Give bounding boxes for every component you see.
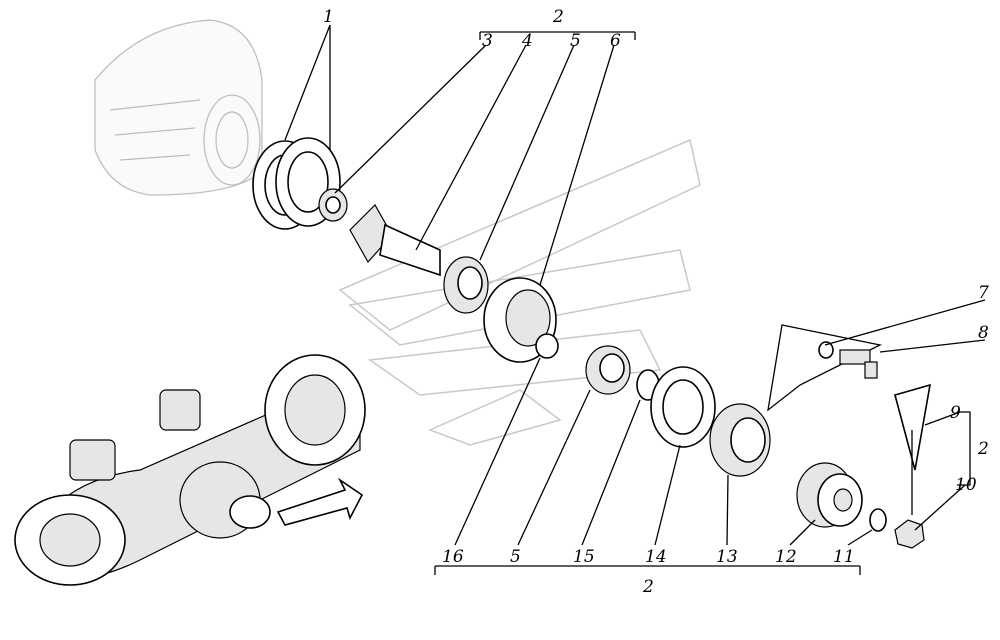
drive-pinion bbox=[349, 204, 441, 277]
castle-nut bbox=[894, 519, 925, 549]
callout-5-top: 5 bbox=[570, 31, 581, 51]
cotter-pin bbox=[894, 383, 932, 515]
roller-bearing-lower bbox=[585, 345, 631, 395]
bolt-inset bbox=[767, 324, 882, 412]
axle-assembly bbox=[14, 354, 366, 586]
callout-4: 4 bbox=[521, 31, 533, 51]
gasket-pair bbox=[252, 137, 341, 230]
seal-ring bbox=[535, 333, 559, 359]
small-bearing bbox=[318, 188, 348, 222]
callout-11: 11 bbox=[833, 547, 855, 567]
differential-housing bbox=[94, 19, 263, 196]
callout-8: 8 bbox=[978, 323, 989, 343]
callout-13: 13 bbox=[716, 547, 738, 567]
flange-gasket bbox=[650, 366, 716, 448]
callout-labels: 1 2 3 4 5 6 7 8 9 2 10 16 5 15 14 13 12 … bbox=[323, 7, 989, 597]
callout-15: 15 bbox=[573, 547, 595, 567]
callout-1: 1 bbox=[323, 7, 334, 27]
callout-2-top: 2 bbox=[552, 7, 564, 27]
companion-flange bbox=[796, 462, 863, 528]
callout-10: 10 bbox=[955, 475, 977, 495]
callout-3: 3 bbox=[482, 31, 493, 51]
callout-14: 14 bbox=[645, 547, 667, 567]
direction-arrow bbox=[276, 477, 364, 526]
callout-16: 16 bbox=[442, 547, 464, 567]
roller-bearing-upper bbox=[443, 256, 489, 314]
callout-9: 9 bbox=[950, 403, 961, 423]
bearing-cover bbox=[709, 403, 771, 477]
callout-5-bottom: 5 bbox=[510, 547, 521, 567]
callout-2-right: 2 bbox=[977, 439, 989, 459]
callout-6: 6 bbox=[610, 31, 621, 51]
callout-2-bottom: 2 bbox=[642, 577, 654, 597]
leader-lines bbox=[284, 24, 986, 575]
flange-washer bbox=[869, 508, 887, 532]
callout-12: 12 bbox=[775, 547, 797, 567]
callout-7: 7 bbox=[978, 283, 989, 303]
